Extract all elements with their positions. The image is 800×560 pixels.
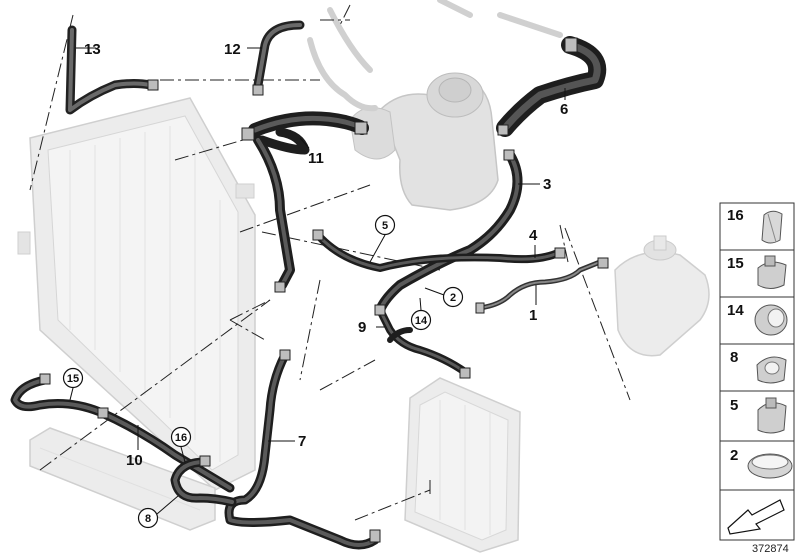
document-number: 372874 [752, 543, 789, 555]
circled-callout-2: 2 [424, 286, 464, 308]
hose-9 [376, 306, 469, 376]
legend-item-15: 15 [719, 249, 795, 298]
hose-1 [477, 259, 603, 311]
circled-callout-15: 15 [62, 367, 84, 401]
expansion-tank [614, 235, 710, 357]
circled-label-5: 5 [382, 220, 388, 232]
hoses [10, 20, 607, 550]
hose-12 [253, 20, 305, 90]
circled-label-2: 2 [450, 292, 456, 304]
circled-callout-8: 8 [137, 495, 179, 529]
circled-label-16: 16 [175, 432, 187, 444]
circled-callout-5: 5 [369, 214, 396, 263]
legend-item-8: 8 [719, 343, 795, 392]
parts-legend: 16 15 14 8 5 [719, 202, 795, 541]
legend-number-16: 16 [727, 207, 744, 224]
engine-housing [349, 72, 499, 211]
circled-callouts: 5 2 14 15 16 8 [62, 214, 464, 529]
legend-item-16: 16 [719, 202, 795, 251]
circled-label-14: 14 [415, 315, 428, 327]
callout-7: 7 [298, 433, 306, 450]
part-callouts: 13 12 6 11 3 4 1 9 7 10 [84, 41, 568, 469]
legend-number-2: 2 [730, 447, 738, 464]
callout-12: 12 [224, 41, 241, 58]
auxiliary-radiator [404, 377, 521, 553]
hose-6 [496, 36, 607, 137]
hose-clamps [39, 37, 609, 543]
legend-number-5: 5 [730, 397, 738, 414]
circled-callout-16: 16 [170, 426, 192, 463]
callout-4: 4 [529, 227, 538, 244]
legend-number-14: 14 [727, 302, 744, 319]
legend-item-2: 2 [719, 440, 795, 491]
legend-number-15: 15 [727, 255, 744, 272]
hose-8 [170, 457, 237, 507]
callout-11: 11 [308, 150, 324, 167]
hose-13 [65, 25, 155, 115]
callout-1: 1 [529, 307, 537, 324]
callout-6: 6 [560, 101, 568, 118]
circled-label-15: 15 [67, 373, 79, 385]
legend-direction-arrow [719, 489, 795, 541]
circled-label-8: 8 [145, 513, 151, 525]
legend-item-5: 5 [719, 390, 795, 442]
main-radiator [17, 97, 256, 491]
hose-3 [375, 150, 523, 315]
legend-number-8: 8 [730, 349, 738, 366]
callout-9: 9 [358, 319, 366, 336]
legend-item-14: 14 [719, 296, 795, 345]
callout-3: 3 [543, 176, 551, 193]
top-pipes [307, 0, 563, 112]
hose-4 [314, 231, 564, 272]
callout-leaders [76, 47, 566, 450]
circled-callout-14: 14 [410, 297, 432, 331]
callout-13: 13 [84, 41, 101, 58]
hose-10 [10, 375, 235, 493]
callout-10: 10 [126, 452, 143, 469]
